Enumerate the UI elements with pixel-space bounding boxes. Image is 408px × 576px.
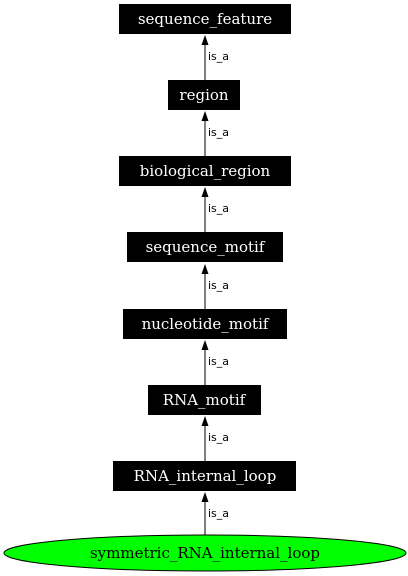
node-label: symmetric_RNA_internal_loop <box>90 544 320 562</box>
node-box <box>168 80 240 110</box>
edge-label: is_a <box>208 507 229 520</box>
edge-label: is_a <box>208 431 229 444</box>
node-box <box>148 385 261 415</box>
edge-label: is_a <box>208 279 229 292</box>
edge-region-to-sequence-feature: is_a <box>201 35 229 80</box>
node-box <box>123 309 287 339</box>
edge-label: is_a <box>208 355 229 368</box>
node-box <box>119 156 291 186</box>
edge-biological-region-to-region: is_a <box>201 111 229 156</box>
arrowhead-icon <box>201 187 209 197</box>
node-symmetric-rna-internal-loop[interactable]: symmetric_RNA_internal_loop <box>3 534 407 572</box>
edges: is_a is_a is_a is_a is_a is_a <box>201 35 229 537</box>
edge-nucleotide-motif-to-sequence-motif: is_a <box>201 264 229 309</box>
node-label: nucleotide_motif <box>142 315 270 333</box>
node-sequence-feature[interactable]: sequence_feature <box>119 4 291 34</box>
edge-rna-motif-to-nucleotide-motif: is_a <box>201 340 229 385</box>
arrowhead-icon <box>201 416 209 426</box>
node-rna-internal-loop[interactable]: RNA_internal_loop <box>113 461 296 491</box>
node-rna-motif[interactable]: RNA_motif <box>148 385 261 415</box>
node-label: biological_region <box>140 162 271 180</box>
node-ellipse <box>3 534 407 572</box>
edge-symmetric-rna-internal-loop-to-rna-internal-loop: is_a <box>201 492 229 537</box>
node-label: sequence_motif <box>146 238 266 256</box>
edge-label: is_a <box>208 50 229 63</box>
arrowhead-icon <box>201 111 209 121</box>
arrowhead-icon <box>201 492 209 502</box>
node-label: sequence_feature <box>138 10 272 28</box>
node-box <box>113 461 296 491</box>
node-sequence-motif[interactable]: sequence_motif <box>127 232 283 262</box>
arrowhead-icon <box>201 264 209 274</box>
nodes: sequence_feature region biological_regio… <box>3 4 407 572</box>
node-region[interactable]: region <box>168 80 240 110</box>
node-label: RNA_internal_loop <box>134 467 277 485</box>
edge-label: is_a <box>208 202 229 215</box>
node-label: region <box>179 86 228 104</box>
arrowhead-icon <box>201 35 209 45</box>
arrowhead-icon <box>201 340 209 350</box>
edge-sequence-motif-to-biological-region: is_a <box>201 187 229 232</box>
edge-rna-internal-loop-to-rna-motif: is_a <box>201 416 229 461</box>
node-label: RNA_motif <box>163 391 247 409</box>
node-box <box>119 4 291 34</box>
node-nucleotide-motif[interactable]: nucleotide_motif <box>123 309 287 339</box>
node-biological-region[interactable]: biological_region <box>119 156 291 186</box>
edge-label: is_a <box>208 126 229 139</box>
node-box <box>127 232 283 262</box>
